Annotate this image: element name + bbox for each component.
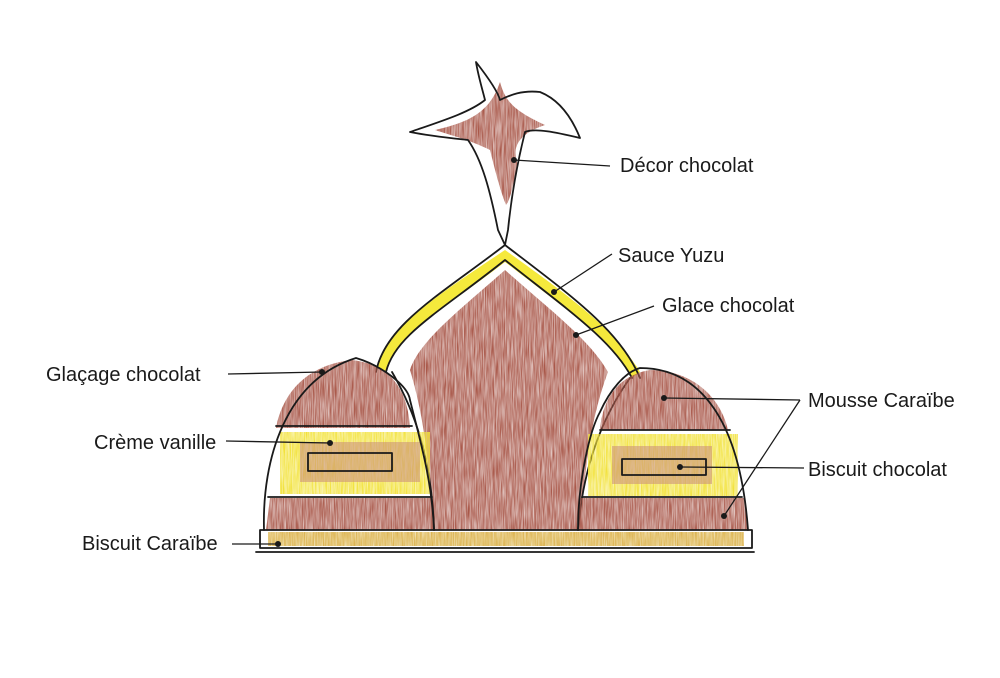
label-biscuit-caraibe: Biscuit Caraïbe xyxy=(82,533,218,555)
label-biscuit-chocolat: Biscuit chocolat xyxy=(808,459,947,481)
label-mousse-caraibe: Mousse Caraïbe xyxy=(808,390,955,412)
label-creme-vanille: Crème vanille xyxy=(94,432,216,454)
label-decor-chocolat: Décor chocolat xyxy=(620,155,754,177)
leaders xyxy=(225,157,805,547)
central-dome-inner-outline xyxy=(385,259,633,379)
left-biscuit-chocolat xyxy=(307,452,393,472)
label-glacage-chocolat: Glaçage chocolat xyxy=(46,364,201,386)
glace-chocolat-layer xyxy=(410,270,608,530)
label-sauce-yuzu: Sauce Yuzu xyxy=(618,245,724,267)
right-dome xyxy=(577,367,749,531)
base-biscuit xyxy=(255,529,755,553)
label-glace-chocolat: Glace chocolat xyxy=(662,295,795,317)
left-dome xyxy=(263,357,435,531)
sauce-yuzu-layer xyxy=(378,250,640,378)
decor-chocolat-shape xyxy=(409,61,581,246)
